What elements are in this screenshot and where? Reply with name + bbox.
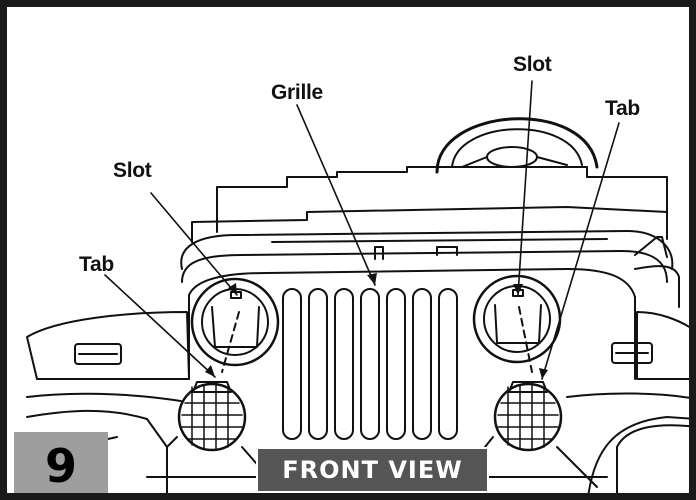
callout-grille: Grille (271, 81, 323, 104)
left-fog-lamp (166, 381, 278, 488)
hood (188, 236, 680, 380)
dashboard (180, 166, 674, 283)
grille-slats (282, 288, 458, 440)
callout-arrowheads (205, 273, 548, 379)
view-title: FRONT VIEW (282, 456, 463, 484)
callout-tab-left: Tab (79, 253, 114, 276)
step-number-badge: 9 (14, 432, 108, 493)
steering-wheel (435, 117, 599, 174)
callout-slot-right: Slot (513, 53, 552, 76)
callout-leaders (104, 80, 620, 380)
step-number: 9 (44, 439, 77, 493)
view-title-banner: FRONT VIEW (256, 447, 489, 493)
alignment-lines (221, 306, 533, 373)
right-fog-lamp (484, 381, 598, 488)
callout-tab-right: Tab (605, 97, 640, 120)
right-fender (566, 311, 689, 493)
callout-slot-left: Slot (113, 159, 152, 182)
